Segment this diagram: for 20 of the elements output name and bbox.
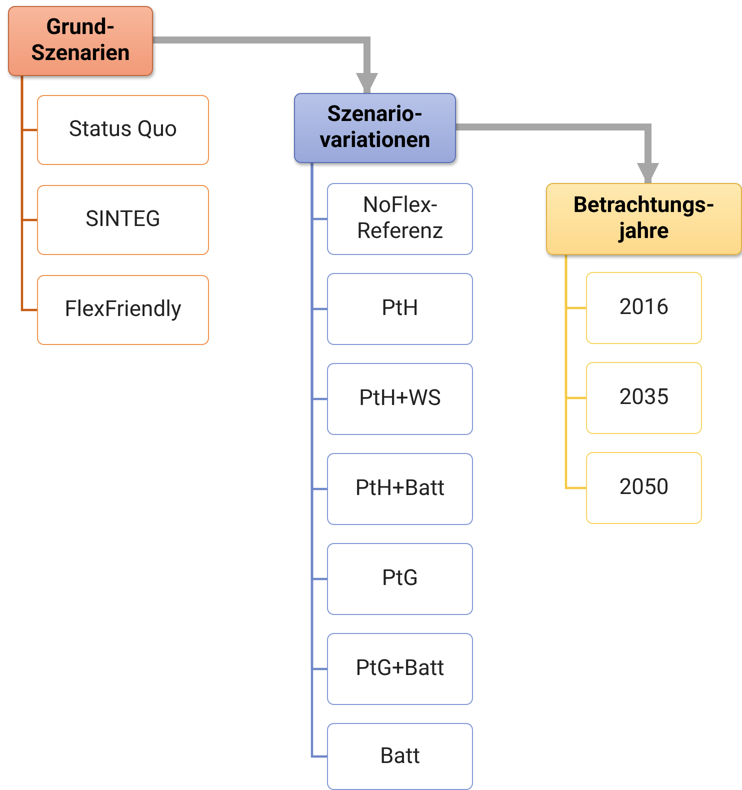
item-box: 2016 — [586, 272, 702, 344]
connector-line — [20, 76, 37, 312]
item-box: SINTEG — [37, 185, 209, 255]
item-box: Batt — [327, 723, 473, 790]
category-heading-box: Grund-Szenarien — [8, 6, 153, 76]
item-box: FlexFriendly — [37, 275, 209, 345]
arrow — [456, 124, 660, 186]
item-box: PtH — [327, 273, 473, 345]
item-box: 2035 — [586, 362, 702, 434]
item-box: PtG — [327, 543, 473, 615]
category-heading-box: Betrachtungs-jahre — [546, 183, 742, 255]
connector-line — [564, 255, 586, 490]
item-box: PtH+Batt — [327, 453, 473, 525]
arrow — [153, 36, 378, 96]
category-heading-box: Szenario-variationen — [294, 93, 456, 163]
item-box: PtH+WS — [327, 363, 473, 435]
item-box: NoFlex-Referenz — [327, 183, 473, 255]
item-box: Status Quo — [37, 95, 209, 165]
item-box: 2050 — [586, 452, 702, 524]
item-box: PtG+Batt — [327, 633, 473, 705]
